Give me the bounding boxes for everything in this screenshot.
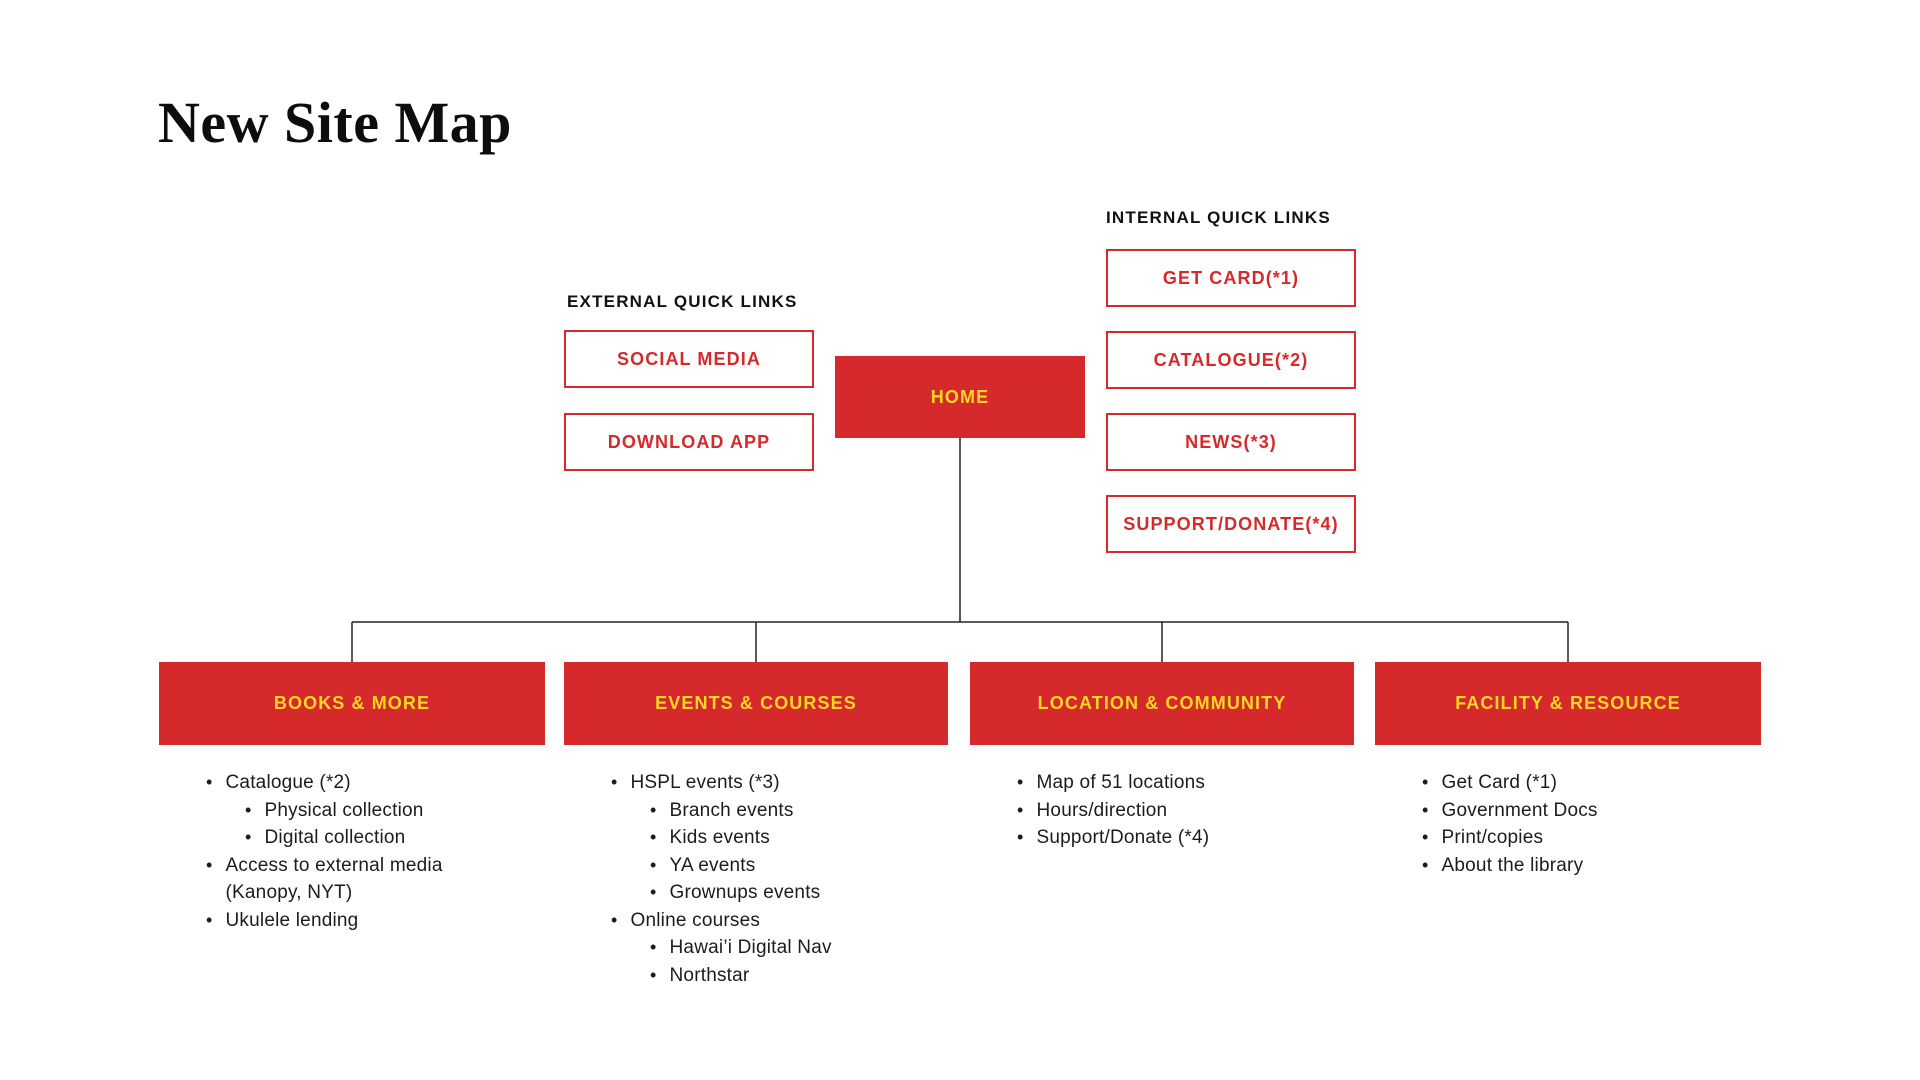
list-item: •Branch events [650,797,948,825]
bullet-icon: • [650,799,657,820]
list-item: •Grownups events [650,879,948,907]
bullet-icon: • [1422,854,1429,875]
list-item: •Hours/direction [1017,797,1354,825]
branch-list: •HSPL events (*3) •Branch events •Kids e… [564,769,948,989]
list-item: •Catalogue (*2) [206,769,545,797]
node-news[interactable]: NEWS(*3) [1106,413,1356,471]
node-home[interactable]: HOME [835,356,1085,438]
branch-books-more: BOOKS & MORE •Catalogue (*2) •Physical c… [159,662,545,934]
list-item: •Government Docs [1422,797,1761,825]
bullet-icon: • [245,827,252,847]
bullet-icon: • [1017,799,1024,820]
bullet-icon: • [650,882,657,902]
list-item: •Access to external media (Kanopy, NYT) [206,852,545,907]
bullet-icon: • [1422,772,1429,792]
node-social-media[interactable]: SOCIAL MEDIA [564,330,814,388]
list-item: •Northstar [650,962,948,990]
list-item: •YA events [650,852,948,880]
branch-header-facility-resource[interactable]: FACILITY & RESOURCE [1375,662,1761,745]
node-download-app[interactable]: DOWNLOAD APP [564,413,814,471]
branch-header-location-community[interactable]: LOCATION & COMMUNITY [970,662,1354,745]
list-item: •Digital collection [245,824,545,852]
list-item: •Online courses [611,907,948,935]
branch-header-events-courses[interactable]: EVENTS & COURSES [564,662,948,745]
branch-events-courses: EVENTS & COURSES •HSPL events (*3) •Bran… [564,662,948,989]
node-label: DOWNLOAD APP [607,431,771,452]
branch-list: •Get Card (*1) •Government Docs •Print/c… [1375,769,1761,879]
bullet-icon: • [611,909,618,930]
branch-header-books-more[interactable]: BOOKS & MORE [159,662,545,745]
node-label: GET CARD(*1) [1162,267,1300,288]
node-label: SOCIAL MEDIA [617,348,761,369]
node-label: CATALOGUE(*2) [1153,349,1309,370]
bullet-icon: • [206,772,213,792]
bullet-icon: • [1422,799,1429,820]
branch-label: LOCATION & COMMUNITY [1037,693,1287,713]
branch-label: EVENTS & COURSES [655,693,857,713]
bullet-icon: • [245,799,252,820]
external-quick-links-label: EXTERNAL QUICK LINKS [567,292,798,311]
branch-label: FACILITY & RESOURCE [1455,693,1681,713]
list-item: •Ukulele lending [206,907,545,935]
list-item: •Get Card (*1) [1422,769,1761,797]
internal-quick-links-label: INTERNAL QUICK LINKS [1106,208,1331,227]
bullet-icon: • [611,772,618,792]
node-label: NEWS(*3) [1185,431,1277,452]
list-item: •About the library [1422,852,1761,880]
node-get-card[interactable]: GET CARD(*1) [1106,249,1356,307]
node-catalogue[interactable]: CATALOGUE(*2) [1106,331,1356,389]
bullet-icon: • [1017,827,1024,847]
list-item: •Physical collection [245,797,545,825]
branch-facility-resource: FACILITY & RESOURCE •Get Card (*1) •Gove… [1375,662,1761,879]
node-support-donate[interactable]: SUPPORT/DONATE(*4) [1106,495,1356,553]
node-label: SUPPORT/DONATE(*4) [1123,513,1339,534]
page-title: New Site Map [158,90,512,155]
branch-list: •Catalogue (*2) •Physical collection •Di… [159,769,545,934]
branch-list: •Map of 51 locations •Hours/direction •S… [970,769,1354,852]
list-item: •Kids events [650,824,948,852]
node-label: HOME [930,386,990,407]
branch-location-community: LOCATION & COMMUNITY •Map of 51 location… [970,662,1354,852]
bullet-icon: • [650,854,657,875]
bullet-icon: • [650,937,657,957]
branch-label: BOOKS & MORE [273,693,431,713]
list-item: •Hawai’i Digital Nav [650,934,948,962]
list-item: •Map of 51 locations [1017,769,1354,797]
bullet-icon: • [650,827,657,847]
bullet-icon: • [206,909,213,930]
list-item: •Print/copies [1422,824,1761,852]
bullet-icon: • [1017,772,1024,792]
bullet-icon: • [206,854,213,875]
bullet-icon: • [1422,827,1429,847]
list-item: •Support/Donate (*4) [1017,824,1354,852]
list-item: •HSPL events (*3) [611,769,948,797]
bullet-icon: • [650,964,657,985]
